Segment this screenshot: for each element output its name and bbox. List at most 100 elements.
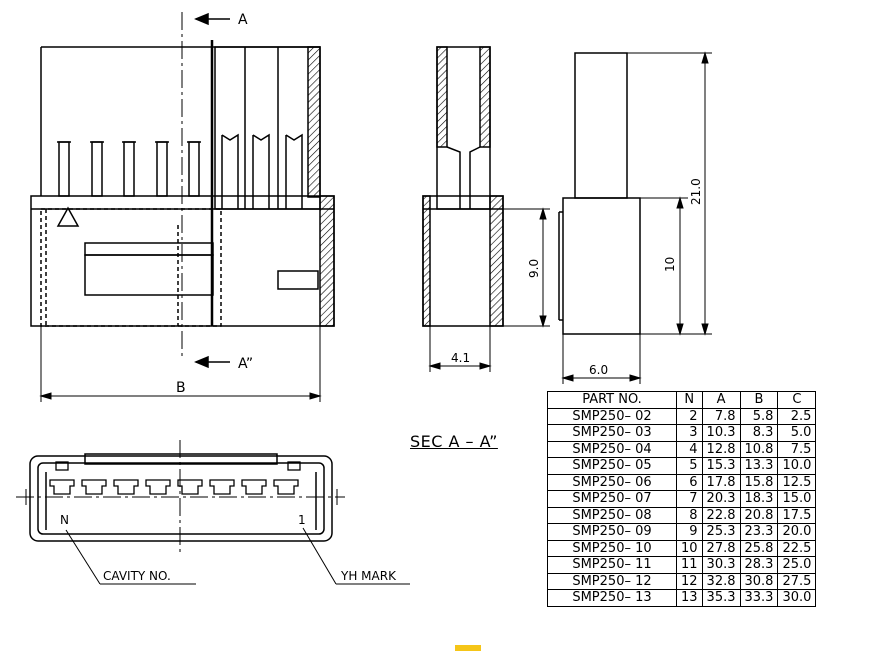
- cell-a: 15.3: [701, 457, 741, 475]
- cell-part-no: SMP250– 07: [547, 490, 677, 508]
- cell-c: 10.0: [777, 457, 817, 475]
- cell-c: 17.5: [777, 506, 817, 524]
- cell-part-no: SMP250– 02: [547, 407, 677, 425]
- cell-c: 20.0: [777, 523, 817, 541]
- dimension-6-0: [561, 334, 642, 384]
- cell-b: 23.3: [739, 523, 779, 541]
- section-label-a-double: A”: [238, 356, 253, 372]
- cell-part-no: SMP250– 11: [547, 556, 677, 574]
- cell-c: 15.0: [777, 490, 817, 508]
- cell-a: 20.3: [701, 490, 741, 508]
- cell-a: 12.8: [701, 440, 741, 458]
- cavity-n-label: N: [60, 513, 69, 527]
- section-title: SEC A – A”: [410, 432, 498, 451]
- cell-part-no: SMP250– 13: [547, 589, 677, 607]
- front-view: [30, 12, 335, 360]
- header-b: B: [739, 391, 779, 409]
- dimension-4-1: [428, 326, 492, 372]
- cell-b: 25.8: [739, 539, 779, 557]
- cell-part-no: SMP250– 08: [547, 506, 677, 524]
- cell-b: 5.8: [739, 407, 779, 425]
- cell-part-no: SMP250– 03: [547, 424, 677, 442]
- cell-n: 3: [676, 424, 703, 442]
- section-arrow-top: [194, 12, 230, 26]
- dim-21-0-label: 21.0: [689, 178, 703, 205]
- cell-n: 10: [676, 539, 703, 557]
- right-side-view: [558, 52, 641, 335]
- cell-c: 5.0: [777, 424, 817, 442]
- cell-b: 18.3: [739, 490, 779, 508]
- cavity-1-label: 1: [298, 513, 306, 527]
- cell-c: 27.5: [777, 572, 817, 590]
- cell-b: 10.8: [739, 440, 779, 458]
- dim-b-label: B: [176, 380, 186, 396]
- cell-c: 12.5: [777, 473, 817, 491]
- bottom-view: [16, 440, 345, 552]
- cell-a: 27.8: [701, 539, 741, 557]
- cell-part-no: SMP250– 06: [547, 473, 677, 491]
- cell-n: 6: [676, 473, 703, 491]
- cell-b: 13.3: [739, 457, 779, 475]
- dimension-21-0: [627, 51, 712, 336]
- side-section-view: [422, 46, 504, 327]
- header-a: A: [701, 391, 741, 409]
- table-header-row: PART NO. N A B C: [547, 391, 817, 409]
- cell-part-no: SMP250– 05: [547, 457, 677, 475]
- cell-a: 30.3: [701, 556, 741, 574]
- dimension-b: [39, 326, 322, 402]
- dimension-9-0: [503, 207, 550, 328]
- cavity-no-leader: [65, 529, 196, 585]
- cell-b: 28.3: [739, 556, 779, 574]
- cell-b: 30.8: [739, 572, 779, 590]
- cell-n: 4: [676, 440, 703, 458]
- cell-n: 8: [676, 506, 703, 524]
- cell-n: 12: [676, 572, 703, 590]
- cell-c: 30.0: [777, 589, 817, 607]
- cell-part-no: SMP250– 10: [547, 539, 677, 557]
- cell-n: 5: [676, 457, 703, 475]
- cell-b: 15.8: [739, 473, 779, 491]
- cell-a: 32.8: [701, 572, 741, 590]
- dim-4-1-label: 4.1: [451, 351, 470, 365]
- cell-c: 25.0: [777, 556, 817, 574]
- cell-b: 8.3: [739, 424, 779, 442]
- cell-n: 11: [676, 556, 703, 574]
- yh-mark-label: YH MARK: [340, 569, 397, 583]
- dim-9-0-label: 9.0: [527, 259, 541, 278]
- cell-part-no: SMP250– 09: [547, 523, 677, 541]
- cell-a: 25.3: [701, 523, 741, 541]
- dimension-10: [640, 196, 712, 336]
- section-arrow-bottom: [194, 355, 230, 369]
- yh-mark-leader: [302, 527, 410, 585]
- cell-a: 22.8: [701, 506, 741, 524]
- section-label-a: A: [238, 12, 248, 28]
- cell-part-no: SMP250– 04: [547, 440, 677, 458]
- cell-b: 20.8: [739, 506, 779, 524]
- dim-10-label: 10: [663, 257, 677, 272]
- highlight-marker: [455, 645, 481, 651]
- cell-c: 7.5: [777, 440, 817, 458]
- header-n: N: [676, 391, 703, 409]
- cell-part-no: SMP250– 12: [547, 572, 677, 590]
- cell-n: 9: [676, 523, 703, 541]
- cell-a: 35.3: [701, 589, 741, 607]
- cell-c: 22.5: [777, 539, 817, 557]
- cell-a: 17.8: [701, 473, 741, 491]
- cell-n: 7: [676, 490, 703, 508]
- cavity-no-label: CAVITY NO.: [103, 569, 171, 583]
- header-c: C: [777, 391, 817, 409]
- cell-n: 2: [676, 407, 703, 425]
